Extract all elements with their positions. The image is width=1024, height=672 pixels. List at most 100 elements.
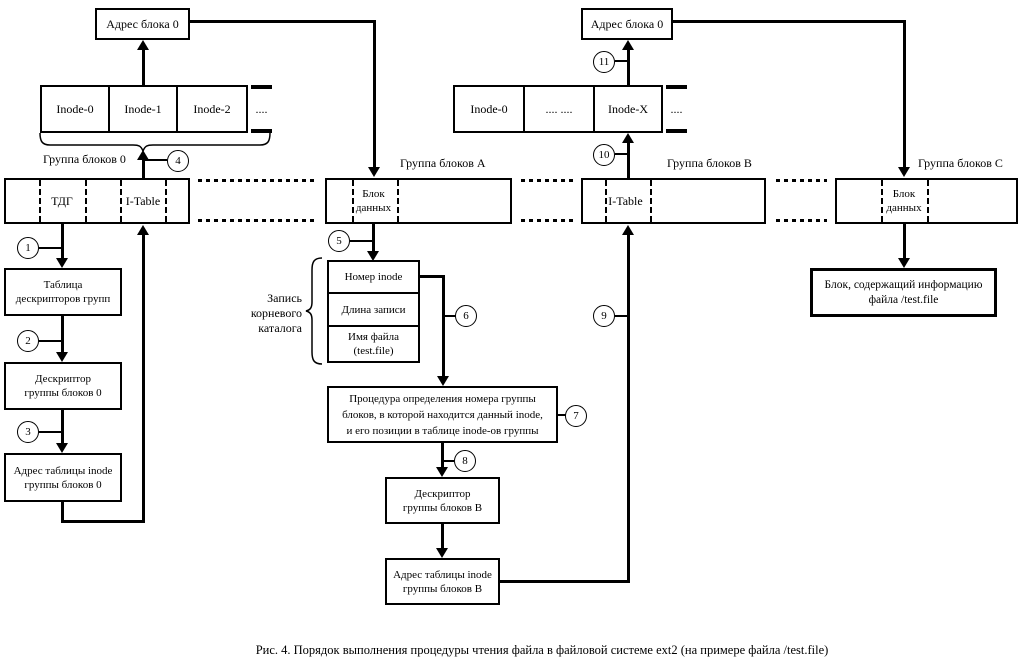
arrow-up-icon (622, 133, 634, 143)
inode-row-continuation: .... (666, 85, 687, 133)
arrow-down-icon (56, 352, 68, 362)
inode-cell: Inode-0 (453, 85, 525, 133)
connector-line (627, 142, 630, 178)
compartment-divider (85, 180, 87, 222)
inode-cell: Inode-0 (40, 85, 110, 133)
connector-line (61, 520, 145, 523)
arrow-down-icon (436, 548, 448, 558)
step-circle-6: 6 (455, 305, 477, 327)
arrow-down-icon (56, 443, 68, 453)
group-gap-dots (198, 179, 316, 182)
data-block-compartment: Блок данных (355, 188, 392, 214)
connector-line (373, 20, 376, 168)
arrow-up-icon (137, 225, 149, 235)
compartment-divider (39, 180, 41, 222)
compartment-divider (927, 180, 929, 222)
step-tick (443, 460, 454, 462)
step-circle-11: 11 (593, 51, 615, 73)
connector-line (442, 275, 445, 377)
arrow-down-icon (368, 167, 380, 177)
entry-record-length-box: Длина записи (327, 292, 420, 327)
compartment-divider (650, 180, 652, 222)
group-a-label: Группа блоков А (400, 156, 486, 170)
block-group-c-strip: Блок данных (835, 178, 1018, 224)
step-circle-10: 10 (593, 144, 615, 166)
step-tick (615, 153, 628, 155)
step-tick (615, 60, 628, 62)
block-address-box-right: Адрес блока 0 (581, 8, 673, 40)
group0-inode-table-address-box: Адрес таблицы inode группы блоков 0 (4, 453, 122, 502)
connector-line (61, 502, 64, 523)
group-0-label: Группа блоков 0 (43, 152, 126, 166)
inode-cell: Inode-X (593, 85, 663, 133)
data-block-compartment: Блок данных (886, 188, 922, 214)
block-group-a-strip: Блок данных (325, 178, 512, 224)
block-group-0-strip: ТДГ I-Table (4, 178, 190, 224)
arrow-down-icon (367, 251, 379, 261)
left-brace (305, 257, 323, 365)
groupB-inode-table-address-box: Адрес таблицы inode группы блоков В (385, 558, 500, 605)
step-tick (615, 315, 628, 317)
inode-row-continuation: .... (251, 85, 272, 133)
connector-line (142, 159, 145, 178)
step-tick (39, 340, 62, 342)
step-tick (350, 240, 373, 242)
inode-cell: .... .... (523, 85, 595, 133)
step-circle-8: 8 (454, 450, 476, 472)
arrow-down-icon (898, 167, 910, 177)
underbrace (39, 132, 271, 154)
connector-line (61, 224, 64, 259)
file-data-block-box: Блок, содержащий информацию файла /test.… (810, 268, 997, 317)
arrow-down-icon (437, 376, 449, 386)
arrow-up-icon (137, 40, 149, 50)
arrow-up-icon (622, 225, 634, 235)
step-circle-4: 4 (167, 150, 189, 172)
group-gap-dots (521, 219, 573, 222)
group-gap-dots (776, 219, 827, 222)
compartment-divider (165, 180, 167, 222)
step-tick (558, 414, 566, 416)
step-circle-2: 2 (17, 330, 39, 352)
group-descriptor-table-box: Таблица дескрипторов групп (4, 268, 122, 316)
group-gap-dots (521, 179, 573, 182)
itable-compartment: I-Table (608, 194, 643, 208)
entry-inode-number-box: Номер inode (327, 260, 420, 294)
step-circle-1: 1 (17, 237, 39, 259)
connector-line (420, 275, 445, 278)
step-tick (444, 315, 456, 317)
block-group-b-strip: I-Table (581, 178, 766, 224)
connector-line (372, 224, 375, 252)
inode-cell: Inode-2 (176, 85, 248, 133)
connector-line (500, 580, 630, 583)
root-directory-entry-label: Запись корневого каталога (250, 291, 302, 335)
connector-line (61, 316, 64, 353)
groupB-descriptor-box: Дескриптор группы блоков В (385, 477, 500, 524)
step-tick (145, 159, 167, 161)
connector-line (903, 20, 906, 168)
compartment-divider (397, 180, 399, 222)
connector-line (142, 234, 145, 523)
connector-line (627, 234, 630, 583)
connector-line (441, 524, 444, 549)
connector-line (903, 224, 906, 259)
figure-caption: Рис. 4. Порядок выполнения процедуры чте… (255, 643, 829, 657)
arrow-down-icon (436, 467, 448, 477)
group0-descriptor-box: Дескриптор группы блоков 0 (4, 362, 122, 410)
connector-line (190, 20, 376, 23)
connector-line (61, 410, 64, 444)
connector-line (627, 49, 630, 85)
connector-line (441, 443, 444, 468)
compartment-divider (120, 180, 122, 222)
group-c-label: Группа блоков С (918, 156, 1003, 170)
tdg-compartment: ТДГ (51, 194, 73, 208)
compartment-divider (352, 180, 354, 222)
group-gap-dots (776, 179, 827, 182)
arrow-up-icon (622, 40, 634, 50)
arrow-up-icon (137, 150, 149, 160)
step-tick (39, 247, 62, 249)
group-b-label: Группа блоков В (667, 156, 752, 170)
step-circle-5: 5 (328, 230, 350, 252)
step-circle-3: 3 (17, 421, 39, 443)
arrow-down-icon (898, 258, 910, 268)
